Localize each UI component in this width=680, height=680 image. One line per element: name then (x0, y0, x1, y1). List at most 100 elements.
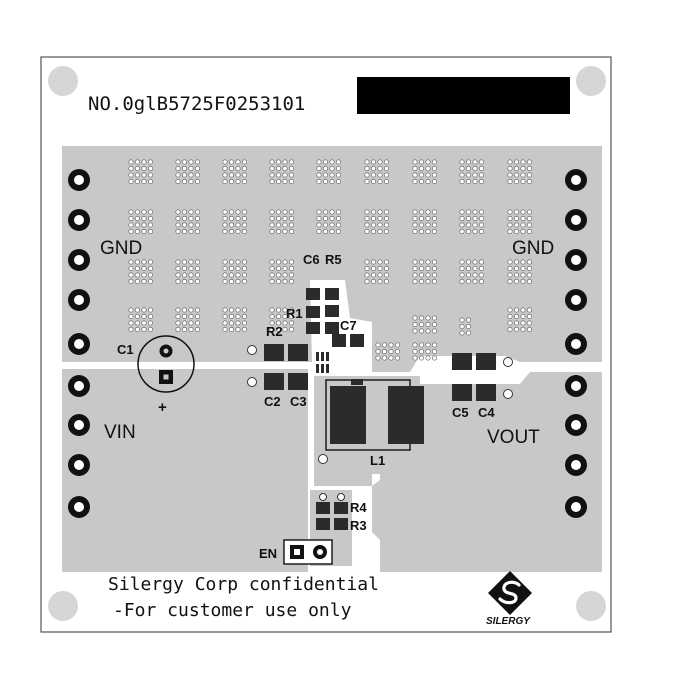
via-dot (235, 320, 241, 326)
via-dot (526, 259, 532, 265)
via-dot (459, 229, 465, 235)
via-dot (235, 229, 241, 235)
via-dot (383, 259, 389, 265)
via-dot (412, 166, 418, 172)
via-dot (229, 320, 235, 326)
via-dot (425, 348, 431, 354)
via-dot (188, 159, 194, 165)
via-dot (242, 320, 248, 326)
via-dot (507, 166, 513, 172)
via-dot (431, 222, 437, 228)
via-dot (431, 315, 437, 321)
via-dot (520, 307, 526, 313)
via-dot (412, 259, 418, 265)
via-dot (465, 323, 471, 329)
via-dot (188, 222, 194, 228)
via-dot (282, 278, 288, 284)
via-dot (520, 166, 526, 172)
via-dot (431, 355, 437, 361)
mounting-hole-bottom-right (576, 591, 606, 621)
via-dot (425, 342, 431, 348)
via-dot (383, 179, 389, 185)
via-dot (135, 209, 141, 215)
via-dot (412, 278, 418, 284)
confidential-line-2: -For customer use only (113, 600, 352, 621)
via-dot (135, 307, 141, 313)
via-dot (526, 209, 532, 215)
via-dot (425, 259, 431, 265)
via-l1 (318, 454, 328, 464)
via-dot (128, 216, 134, 222)
via-dot (182, 222, 188, 228)
via-dot (182, 179, 188, 185)
via-dot (229, 272, 235, 278)
via-dot (412, 328, 418, 334)
via-dot (459, 166, 465, 172)
via-dot (383, 159, 389, 165)
via-dot (282, 229, 288, 235)
via-dot (526, 216, 532, 222)
via-dot (242, 307, 248, 313)
via-dot (282, 320, 288, 326)
left-header-pin-hole-5 (74, 339, 84, 349)
via-dot (141, 313, 147, 319)
via-dot (188, 259, 194, 265)
c7-pad-a (332, 334, 346, 347)
via-dot (188, 229, 194, 235)
c1-outline (137, 335, 195, 393)
via-dot (235, 209, 241, 215)
via-dot (329, 172, 335, 178)
via-dot (316, 166, 322, 172)
via-dot (288, 229, 294, 235)
via-dot (418, 216, 424, 222)
via-dot (425, 209, 431, 215)
via-dot (188, 313, 194, 319)
via-dot (195, 313, 201, 319)
via-dot (459, 317, 465, 323)
via-dot (182, 159, 188, 165)
via-dot (188, 172, 194, 178)
via-dot (269, 216, 275, 222)
via-dot (418, 209, 424, 215)
c1-pad-round-hole (163, 348, 169, 354)
via-dot (425, 315, 431, 321)
via-dot (316, 159, 322, 165)
via-dot (222, 278, 228, 284)
via-dot (335, 216, 341, 222)
via-dot (513, 159, 519, 165)
via-dot (425, 172, 431, 178)
via-dot (195, 216, 201, 222)
via-dot (431, 209, 437, 215)
via-dot (329, 216, 335, 222)
via-dot (288, 172, 294, 178)
via-dot (182, 229, 188, 235)
via-dot (135, 216, 141, 222)
via-dot (242, 313, 248, 319)
via-dot (526, 320, 532, 326)
via-dot (288, 166, 294, 172)
via-dot (513, 307, 519, 313)
via-dot (316, 179, 322, 185)
via-dot (520, 326, 526, 332)
via-dot (229, 222, 235, 228)
via-dot (269, 313, 275, 319)
via-dot (472, 229, 478, 235)
via-dot (526, 222, 532, 228)
via-dot (282, 326, 288, 332)
via-dot (288, 320, 294, 326)
via-dot (526, 159, 532, 165)
via-dot (128, 320, 134, 326)
via-dot (418, 159, 424, 165)
via-dot (188, 209, 194, 215)
via-dot (128, 229, 134, 235)
via-dot (507, 222, 513, 228)
via-c2 (247, 377, 257, 387)
via-dot (507, 159, 513, 165)
via-dot (425, 321, 431, 327)
via-dot (141, 166, 147, 172)
via-dot (182, 307, 188, 313)
via-dot (520, 159, 526, 165)
via-dot (242, 159, 248, 165)
via-dot (431, 259, 437, 265)
via-dot (425, 222, 431, 228)
